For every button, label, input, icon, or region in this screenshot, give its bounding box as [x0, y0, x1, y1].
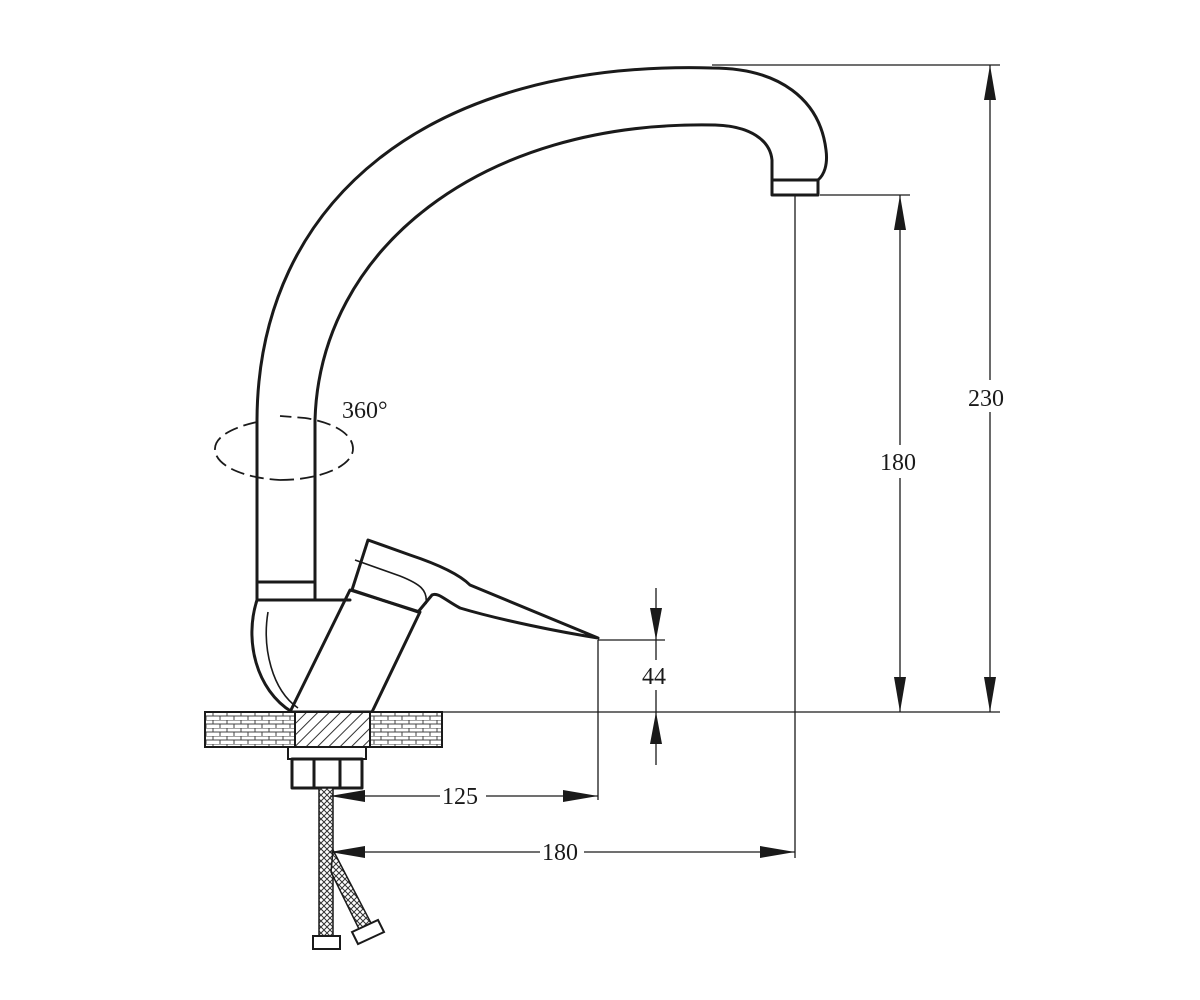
hose-cold-fitting	[312, 935, 341, 950]
spout-height-label: 180	[880, 450, 916, 476]
dim-total-height-arrow-bottom	[984, 677, 996, 712]
dim-spout-reach-arrow-right	[760, 846, 795, 858]
rotation-ellipse-right	[279, 415, 354, 481]
spout-reach-label: 180	[542, 840, 578, 866]
hose-hot	[330, 847, 374, 933]
cartridge-body	[288, 588, 422, 714]
washer	[287, 746, 367, 760]
dim-lever-reach: 125	[330, 784, 598, 810]
faucet-body	[250, 538, 600, 714]
threaded-shank	[294, 711, 371, 748]
dim-lever-height: 44	[642, 588, 666, 765]
extension-lines	[442, 64, 1000, 858]
rotation-ellipse-left	[214, 421, 281, 481]
collar-ring	[255, 580, 317, 602]
spout-inner-outline	[313, 123, 774, 584]
dim-total-height: 230	[968, 65, 1004, 712]
dim-lever-height-arrow-top	[650, 608, 662, 640]
dim-spout-reach: 180	[330, 840, 795, 866]
dim-lever-reach-arrow-right	[563, 790, 598, 802]
spout-aerator	[770, 178, 820, 197]
spout	[255, 66, 828, 584]
lever-handle-detail	[354, 559, 428, 605]
countertop-left	[204, 711, 296, 748]
rotation-indicator: 360°	[214, 398, 388, 481]
dim-spout-reach-arrow-left	[330, 846, 365, 858]
lever-height-label: 44	[642, 664, 666, 690]
hose-cold	[318, 787, 334, 937]
body-bowl-inner	[265, 611, 299, 709]
dim-total-height-arrow-top	[984, 65, 996, 100]
lever-handle	[350, 538, 600, 640]
countertop-right	[369, 711, 443, 748]
rotation-label: 360°	[342, 398, 388, 424]
dim-spout-height: 180	[880, 195, 916, 712]
dim-lever-reach-arrow-left	[330, 790, 365, 802]
lever-reach-label: 125	[442, 784, 478, 810]
mounting-nut	[290, 757, 364, 790]
supply-hoses	[312, 787, 386, 950]
dim-spout-height-arrow-top	[894, 195, 906, 230]
total-height-label: 230	[968, 386, 1004, 412]
spout-outer-outline	[255, 66, 828, 584]
dim-lever-height-arrow-bottom	[650, 712, 662, 744]
hose-hot-fitting	[350, 918, 386, 946]
dim-spout-height-arrow-bottom	[894, 677, 906, 712]
countertop	[204, 711, 443, 790]
